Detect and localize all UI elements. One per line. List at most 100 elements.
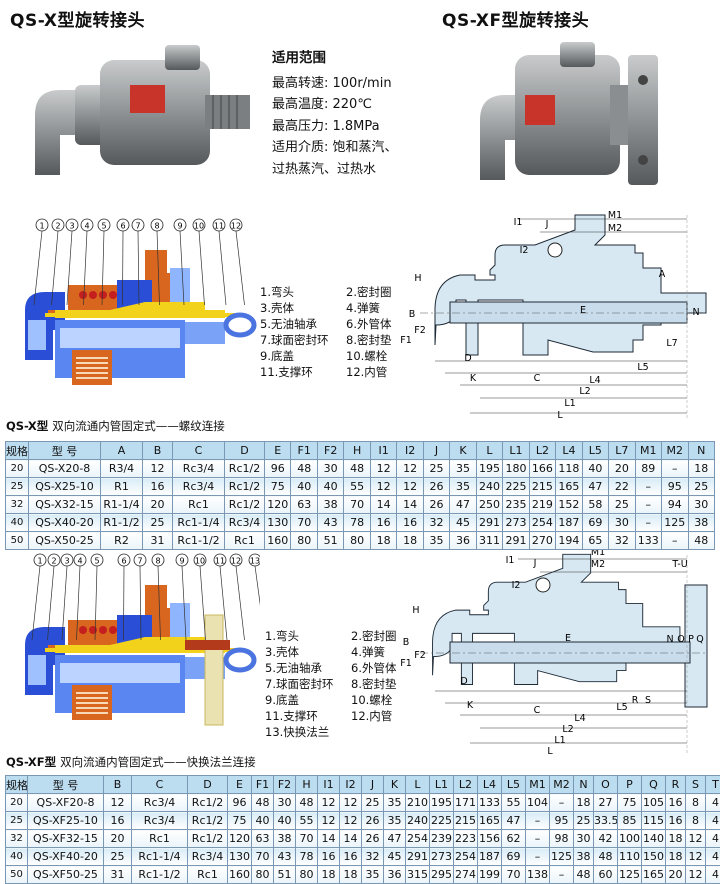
value-cell: 138 bbox=[526, 866, 550, 884]
qs-x-product-photo bbox=[25, 40, 265, 195]
scope-heading: 适用范围 bbox=[272, 48, 398, 70]
value-cell: 30 bbox=[317, 460, 343, 478]
value-cell: 250 bbox=[476, 496, 502, 514]
value-cell: 291 bbox=[503, 532, 529, 550]
value-cell: 89 bbox=[635, 460, 661, 478]
value-cell: 18 bbox=[370, 532, 396, 550]
value-cell: 120 bbox=[228, 830, 252, 848]
callout-leader bbox=[219, 231, 226, 305]
value-cell: 166 bbox=[529, 460, 555, 478]
dimension-label: E bbox=[580, 305, 586, 316]
value-cell: 210 bbox=[406, 794, 430, 812]
model-cell: QS-XF25-10 bbox=[28, 812, 104, 830]
max-speed: 最高转速: 100r/min bbox=[272, 73, 398, 95]
value-cell: 291 bbox=[476, 514, 502, 532]
value-cell: 48 bbox=[594, 848, 618, 866]
value-cell: 274 bbox=[454, 866, 478, 884]
dimension-label: L4 bbox=[574, 713, 585, 724]
value-cell: 215 bbox=[454, 812, 478, 830]
value-cell: 4 bbox=[706, 794, 720, 812]
dimension-label: J bbox=[533, 558, 537, 569]
dimension-label: D bbox=[464, 353, 471, 364]
callout-number: 10 bbox=[194, 222, 204, 231]
value-cell: Rc1-1/4 bbox=[173, 514, 225, 532]
callout-leader bbox=[236, 566, 245, 640]
callout-number: 6 bbox=[121, 557, 126, 566]
value-cell: 63 bbox=[291, 496, 317, 514]
value-cell: 69 bbox=[582, 514, 608, 532]
value-cell: 26 bbox=[362, 812, 384, 830]
dimension-label: L1 bbox=[554, 735, 565, 746]
column-header: N bbox=[574, 776, 594, 794]
left-product-title: QS-X型旋转接头 bbox=[10, 6, 145, 31]
value-cell: 273 bbox=[503, 514, 529, 532]
callout-number: 11 bbox=[215, 557, 225, 566]
value-cell: 32 bbox=[609, 532, 635, 550]
dimension-label: F2 bbox=[414, 325, 426, 336]
size-cell: 50 bbox=[6, 866, 28, 884]
column-header: S bbox=[686, 776, 706, 794]
value-cell: 152 bbox=[556, 496, 582, 514]
value-cell: 156 bbox=[478, 830, 502, 848]
value-cell: 75 bbox=[265, 478, 291, 496]
dimension-label: M2 bbox=[608, 223, 622, 234]
value-cell: 33.5 bbox=[594, 812, 618, 830]
value-cell: 51 bbox=[317, 532, 343, 550]
value-cell: Rc1/2 bbox=[225, 478, 265, 496]
value-cell: 51 bbox=[274, 866, 296, 884]
value-cell: 14 bbox=[340, 830, 362, 848]
model-cell: QS-X40-20 bbox=[29, 514, 101, 532]
value-cell: 48 bbox=[291, 460, 317, 478]
value-cell: 240 bbox=[476, 478, 502, 496]
part-item: 3.壳体 bbox=[260, 300, 346, 316]
model-cell: QS-XF50-25 bbox=[28, 866, 104, 884]
value-cell: Rc3/4 bbox=[188, 848, 228, 866]
callout-number: 10 bbox=[195, 557, 205, 566]
value-cell: Rc1 bbox=[225, 532, 265, 550]
dimension-label: O bbox=[677, 634, 684, 645]
callout-number: 8 bbox=[154, 222, 159, 231]
dimension-label: D bbox=[460, 676, 467, 687]
column-header: I2 bbox=[397, 442, 423, 460]
value-cell: 130 bbox=[265, 514, 291, 532]
value-cell: 239 bbox=[430, 830, 454, 848]
value-cell: 70 bbox=[296, 830, 318, 848]
value-cell: – bbox=[550, 794, 574, 812]
value-cell: Rc1 bbox=[188, 866, 228, 884]
value-cell: 63 bbox=[252, 830, 274, 848]
part-item: 5.无油轴承 bbox=[260, 316, 346, 332]
value-cell: 18 bbox=[318, 866, 340, 884]
value-cell: 48 bbox=[574, 866, 594, 884]
callout-number: 3 bbox=[64, 557, 69, 566]
value-cell: 12 bbox=[397, 478, 423, 496]
dimension-label: L1 bbox=[564, 398, 575, 409]
value-cell: 55 bbox=[296, 812, 318, 830]
value-cell: 235 bbox=[503, 496, 529, 514]
column-header: L1 bbox=[503, 442, 529, 460]
callout-number: 3 bbox=[69, 222, 74, 231]
value-cell: R1-1/2 bbox=[101, 514, 143, 532]
column-header: 规格 bbox=[6, 442, 29, 460]
value-cell: 18 bbox=[340, 866, 362, 884]
value-cell: R2 bbox=[101, 532, 143, 550]
dimension-label: C bbox=[534, 705, 541, 716]
column-header: L4 bbox=[556, 442, 582, 460]
value-cell: 94 bbox=[662, 496, 688, 514]
value-cell: 12 bbox=[340, 794, 362, 812]
value-cell: 225 bbox=[503, 478, 529, 496]
model-cell: QS-X20-8 bbox=[29, 460, 101, 478]
value-cell: 16 bbox=[666, 812, 686, 830]
value-cell: 16 bbox=[143, 478, 173, 496]
column-header: C bbox=[173, 442, 225, 460]
size-cell: 32 bbox=[6, 830, 28, 848]
callout-number: 2 bbox=[55, 222, 60, 231]
value-cell: Rc3/4 bbox=[225, 514, 265, 532]
value-cell: 133 bbox=[635, 532, 661, 550]
value-cell: 219 bbox=[529, 496, 555, 514]
value-cell: 48 bbox=[344, 460, 370, 478]
value-cell: 32 bbox=[423, 514, 449, 532]
dimension-label: K bbox=[467, 700, 474, 711]
value-cell: – bbox=[662, 460, 688, 478]
